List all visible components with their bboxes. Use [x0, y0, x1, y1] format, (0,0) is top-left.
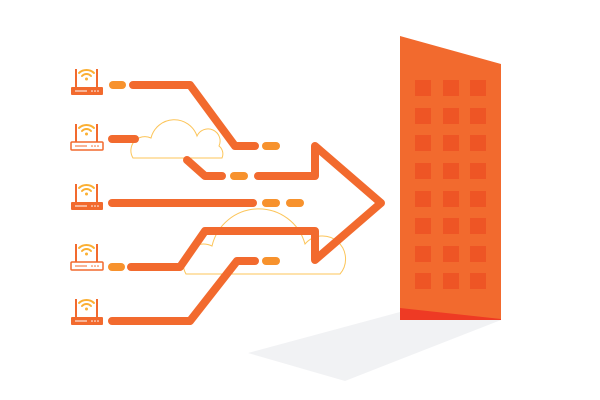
building-windows: [415, 80, 486, 289]
connection-lines: [108, 81, 385, 325]
building-window: [470, 80, 486, 96]
building-window: [415, 135, 431, 151]
connection-line: [129, 81, 259, 150]
wifi-icon: [78, 299, 95, 311]
wifi-icon: [78, 184, 95, 196]
router-icon: [70, 124, 104, 151]
building: [400, 36, 501, 320]
building-window: [415, 108, 431, 124]
router-icon: [71, 299, 103, 325]
building-window: [415, 273, 431, 289]
router-icon: [71, 184, 103, 210]
building-window: [415, 80, 431, 96]
building-window: [415, 246, 431, 262]
building-window: [415, 163, 431, 179]
wifi-icon: [78, 69, 95, 81]
building-window: [470, 163, 486, 179]
connection-line: [108, 257, 259, 325]
connection-line: [127, 142, 385, 271]
wifi-icon: [78, 244, 95, 256]
building-window: [470, 218, 486, 234]
building-window: [443, 273, 459, 289]
building-window: [470, 246, 486, 262]
building-window: [470, 191, 486, 207]
building-window: [443, 108, 459, 124]
building-window: [470, 273, 486, 289]
building-shadow: [248, 312, 501, 381]
clouds: [130, 119, 347, 275]
routers: [70, 69, 104, 325]
building-window: [415, 218, 431, 234]
building-window: [443, 218, 459, 234]
building-window: [415, 191, 431, 207]
dashes: [108, 81, 304, 271]
building-window: [443, 163, 459, 179]
wifi-icon: [78, 124, 95, 136]
connection-line: [183, 156, 226, 180]
building-window: [443, 80, 459, 96]
building-base: [400, 308, 501, 320]
building-window: [470, 135, 486, 151]
building-window: [443, 135, 459, 151]
building-window: [443, 246, 459, 262]
building-window: [470, 108, 486, 124]
building-window: [443, 191, 459, 207]
cloud-icon: [130, 119, 224, 159]
router-icon: [71, 69, 103, 95]
router-icon: [70, 244, 104, 271]
